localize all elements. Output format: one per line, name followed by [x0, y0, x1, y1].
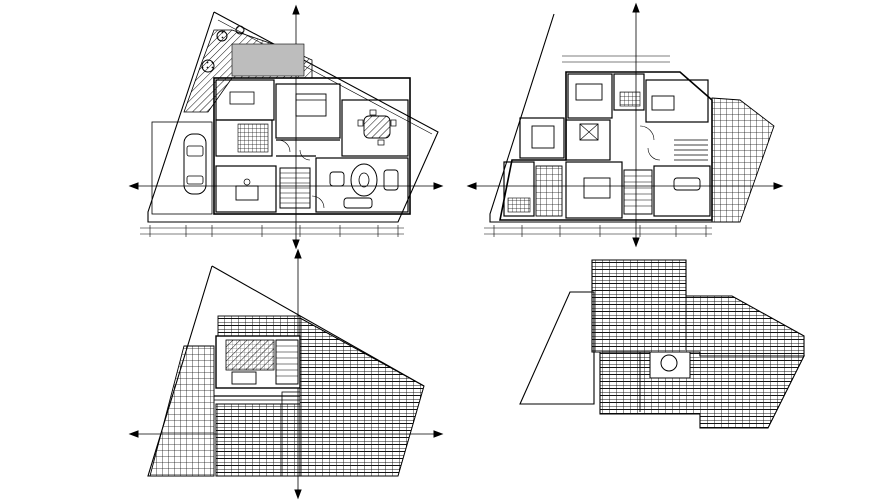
- staircase: [623, 169, 653, 215]
- desk-icon: [235, 185, 259, 201]
- door-swing-arc: [311, 195, 325, 209]
- room-bedroom-top: [275, 83, 341, 139]
- dining-table-icon: [363, 115, 391, 139]
- axis-arrow-top: [292, 4, 300, 15]
- car-rear-window-icon: [186, 175, 204, 185]
- ground-floor-plan: [128, 4, 444, 250]
- bed-icon: [531, 125, 555, 149]
- roof-ridge-strip: [281, 391, 301, 477]
- roof-upper-section: [591, 259, 805, 357]
- room-bath: [215, 119, 273, 157]
- chair-icon: [243, 178, 251, 186]
- chair-icon: [357, 119, 364, 127]
- stair-treads: [624, 175, 652, 207]
- garage-area: [151, 121, 213, 215]
- door-swing-arc: [639, 125, 655, 141]
- house-outer-walls: [213, 77, 411, 215]
- garden-patch-gray: [231, 43, 305, 77]
- chair-icon: [377, 139, 385, 146]
- sofa-icon: [329, 171, 345, 187]
- roof-hatch-lower: [215, 403, 301, 477]
- counter-icon: [229, 91, 255, 105]
- door-swing-arc: [299, 149, 311, 161]
- bath-floor-tiles: [507, 197, 531, 213]
- roof-plan: [519, 259, 805, 429]
- terrace-floor-tiles: [149, 345, 215, 477]
- chair-icon: [390, 119, 397, 127]
- dimension-ticks: [493, 225, 707, 237]
- room-bath-left: [503, 161, 535, 217]
- bath-floor-tiles: [237, 123, 269, 153]
- axis-arrow-right: [433, 430, 444, 438]
- axis-arrow-bottom: [292, 239, 300, 250]
- sink-icon: [231, 371, 257, 385]
- axis-arrow-right: [773, 182, 784, 190]
- site-boundary: [489, 13, 714, 223]
- roof-lower-section: [599, 351, 805, 429]
- roof-terrace: [649, 351, 691, 379]
- axis-arrow-right: [433, 182, 444, 190]
- site-boundary: [147, 11, 439, 223]
- sofa-icon: [673, 177, 701, 191]
- car-icon: [183, 133, 207, 195]
- roof-slope-hatch: [711, 97, 775, 223]
- laundry-floor-tiles-cross: [225, 339, 275, 371]
- bed-icon: [651, 95, 675, 111]
- chair-icon: [369, 109, 377, 116]
- roof-hatch-main: [299, 317, 425, 477]
- room-master-bedroom: [565, 161, 623, 219]
- skylight-cross: [579, 123, 599, 141]
- room-bedroom-2: [645, 79, 709, 123]
- door-swing-arc: [277, 139, 291, 153]
- car-windshield-icon: [186, 145, 204, 157]
- round-table-icon: [358, 172, 370, 188]
- stair-treads: [276, 345, 298, 377]
- room-closet: [613, 73, 645, 111]
- axis-arrow-bottom: [632, 237, 640, 248]
- stair-block-hatched: [535, 165, 563, 217]
- dimension-ticks: [149, 225, 399, 237]
- shrub-icon: [216, 30, 228, 42]
- axis-arrow-left: [466, 182, 477, 190]
- second-floor-roof-plan: [128, 248, 444, 500]
- axis-arrow-left: [128, 182, 139, 190]
- round-rug-icon: [350, 163, 378, 197]
- room-study: [215, 165, 277, 213]
- sofa-icon: [383, 169, 399, 191]
- first-floor-plan: [466, 2, 784, 248]
- closet-tiles: [619, 91, 641, 107]
- house-outer-walls: [499, 71, 713, 221]
- room-bedroom-3: [519, 117, 565, 159]
- room-family: [653, 165, 711, 217]
- room-living: [315, 157, 409, 213]
- room-dining: [341, 99, 409, 157]
- axis-arrow-top: [294, 248, 302, 259]
- door-swing-arc: [647, 147, 661, 161]
- shrub-icon: [201, 59, 215, 73]
- axis-arrow-bottom: [294, 489, 302, 500]
- sofa-icon: [343, 197, 373, 209]
- shrub-icon: [235, 25, 245, 35]
- water-tank-icon: [660, 354, 678, 372]
- site-boundary: [519, 291, 595, 405]
- site-boundary: [211, 265, 425, 387]
- axis-arrow-left: [128, 430, 139, 438]
- bed-icon: [583, 177, 611, 199]
- room-bedroom-1: [567, 73, 613, 119]
- skylight-icon: [579, 123, 599, 141]
- stair-treads: [280, 172, 310, 204]
- staircase: [275, 339, 299, 385]
- roof-hatch-top: [217, 315, 301, 337]
- bed-icon: [295, 93, 327, 117]
- bed-icon: [575, 83, 603, 101]
- exterior-stair-treads: [674, 139, 708, 161]
- axis-arrow-top: [632, 2, 640, 13]
- room-hall: [565, 119, 611, 161]
